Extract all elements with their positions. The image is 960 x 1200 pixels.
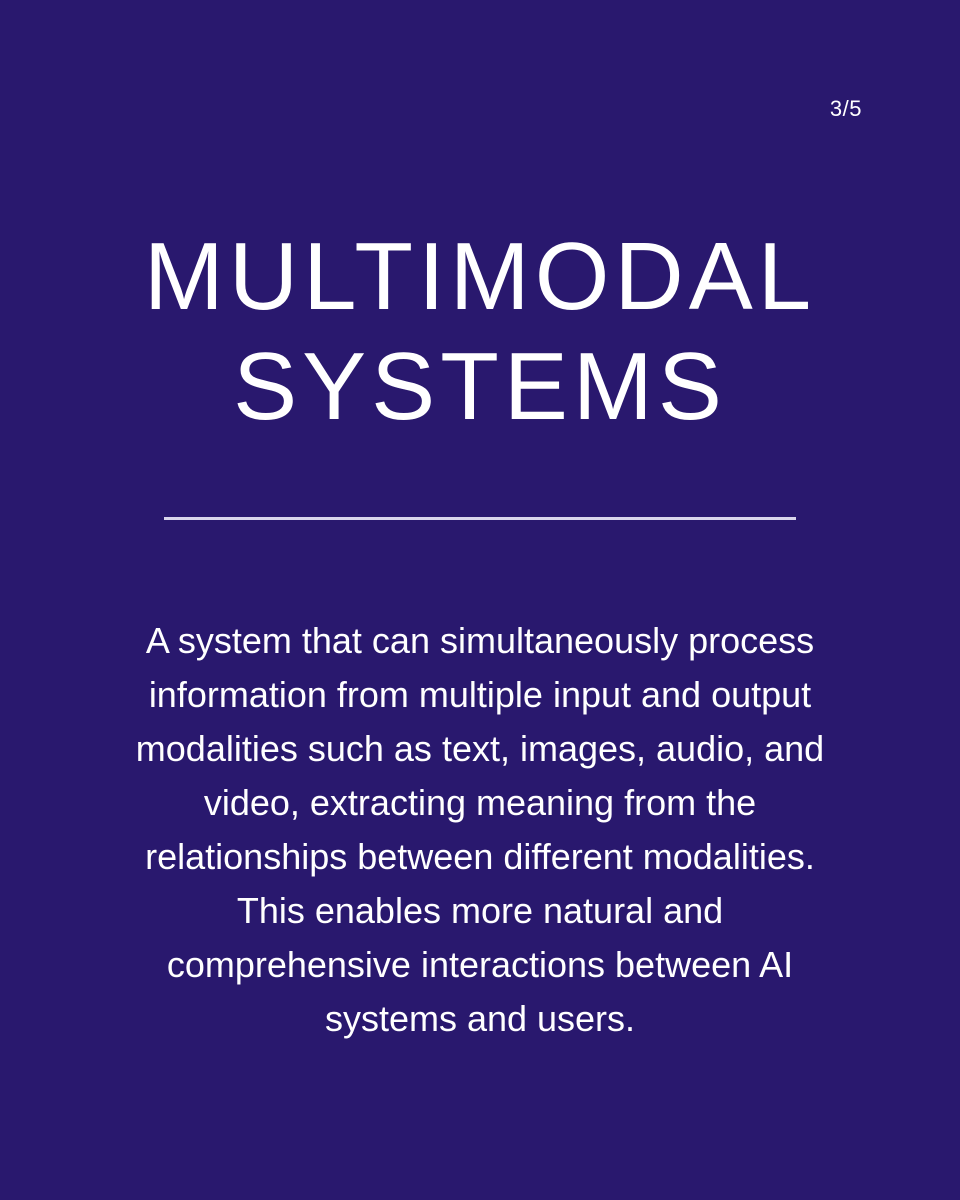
- divider: [164, 517, 796, 520]
- page-counter: 3/5: [829, 96, 862, 121]
- page-title: MULTIMODAL SYSTEMS: [40, 222, 920, 442]
- description-text: A system that can simultaneously process…: [135, 620, 825, 1039]
- title-line-1: MULTIMODAL: [143, 223, 817, 330]
- title-line-2: SYSTEMS: [233, 333, 727, 440]
